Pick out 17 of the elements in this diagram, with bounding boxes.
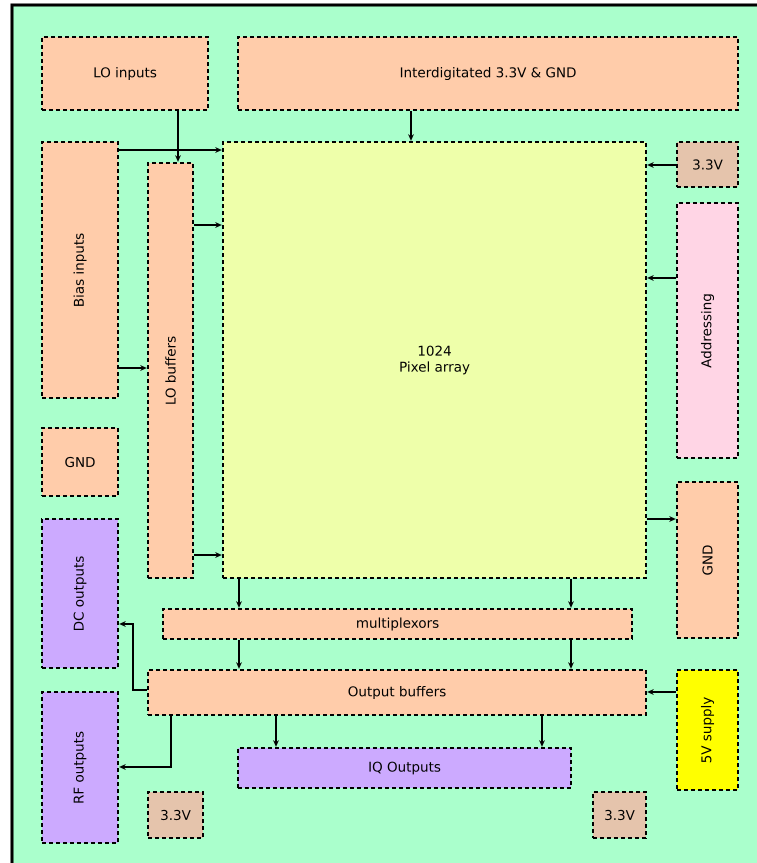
buffer-box: LO buffers xyxy=(147,162,194,579)
power-box: 3.3V xyxy=(592,791,647,839)
ground-box: GND xyxy=(41,427,119,497)
output-box: DC outputs xyxy=(41,518,119,669)
addressing-box: Addressing xyxy=(676,202,739,459)
power-box: 3.3V xyxy=(676,141,739,188)
power-box: Interdigitated 3.3V & GND xyxy=(237,36,739,111)
pixel-array-box: 1024 Pixel array xyxy=(222,141,647,579)
power-box: 3.3V xyxy=(147,791,204,839)
input-box: LO inputs xyxy=(41,36,209,111)
ground-box: GND xyxy=(676,481,739,639)
output-box: IQ Outputs xyxy=(237,747,572,789)
buffer-box: Output buffers xyxy=(147,669,647,716)
input-box: Bias inputs xyxy=(41,141,119,399)
output-box: RF outputs xyxy=(41,691,119,844)
multiplexor-box: multiplexors xyxy=(162,608,633,640)
power-box: 5V supply xyxy=(676,669,739,791)
